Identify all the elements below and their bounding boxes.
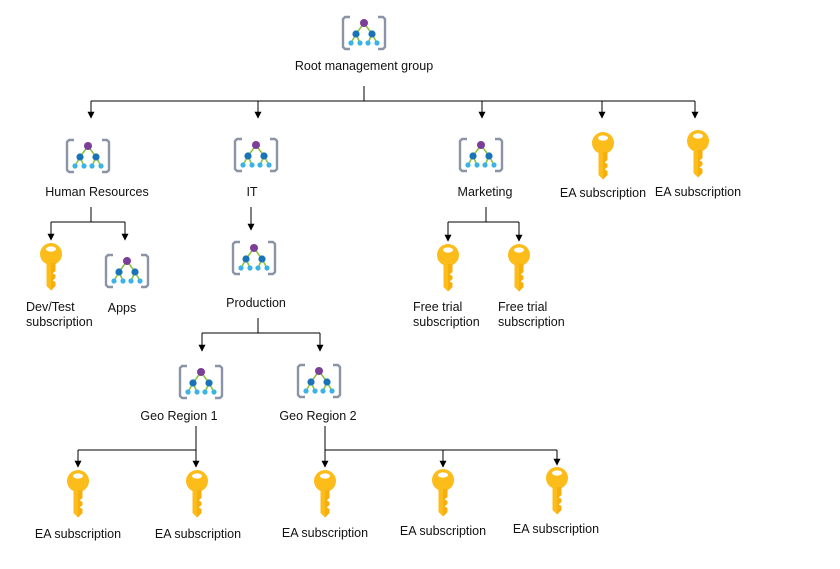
geo-region-1-label: Geo Region 1 bbox=[140, 409, 218, 423]
root-management-group-icon bbox=[341, 15, 387, 51]
free-trial-subscription-key-icon bbox=[437, 244, 459, 292]
connectors bbox=[47, 86, 699, 468]
geo-region-2-label: Geo Region 2 bbox=[279, 409, 357, 423]
production-label: Production bbox=[226, 296, 286, 310]
ea-subscription-key-icon bbox=[687, 130, 709, 178]
free-trial-label-line2: subscription bbox=[413, 315, 480, 329]
geo-region-1-management-group-icon bbox=[178, 364, 224, 400]
ea-subscription-label: EA subscription bbox=[154, 527, 242, 541]
it-management-group-icon bbox=[233, 137, 279, 173]
marketing-management-group-icon bbox=[458, 137, 504, 173]
ea-subscription-key-icon bbox=[67, 470, 89, 518]
ea-subscription-key-icon bbox=[432, 469, 454, 517]
human-resources-management-group-icon bbox=[65, 138, 111, 174]
ea-subscription-label: EA subscription bbox=[34, 527, 122, 541]
marketing-label: Marketing bbox=[457, 185, 513, 199]
ea-subscription-label: EA subscription bbox=[399, 524, 487, 538]
apps-management-group-icon bbox=[104, 253, 150, 289]
it-label: IT bbox=[246, 185, 258, 199]
free-trial-label-line1: Free trial bbox=[413, 300, 463, 314]
geo-region-2-management-group-icon bbox=[296, 363, 342, 399]
ea-subscription-label: EA subscription bbox=[281, 526, 369, 540]
ea-subscription-key-icon bbox=[546, 467, 568, 515]
ea-subscription-label: EA subscription bbox=[559, 186, 647, 200]
ea-subscription-key-icon bbox=[592, 132, 614, 180]
ea-subscription-key-icon bbox=[314, 470, 336, 518]
free-trial-label-line2: subscription bbox=[498, 315, 565, 329]
ea-subscription-key-icon bbox=[186, 470, 208, 518]
free-trial-label-line1: Free trial bbox=[498, 300, 548, 314]
free-trial-subscription-key-icon bbox=[508, 244, 530, 292]
devtest-label-line1: Dev/Test bbox=[26, 300, 75, 314]
devtest-subscription-key-icon bbox=[40, 243, 62, 291]
ea-subscription-label: EA subscription bbox=[654, 185, 742, 199]
apps-label: Apps bbox=[107, 301, 137, 315]
devtest-label-line2: subscription bbox=[26, 315, 93, 329]
root-management-group-label: Root management group bbox=[294, 59, 434, 73]
human-resources-label: Human Resources bbox=[45, 185, 149, 199]
ea-subscription-label: EA subscription bbox=[512, 522, 600, 536]
production-management-group-icon bbox=[231, 240, 277, 276]
